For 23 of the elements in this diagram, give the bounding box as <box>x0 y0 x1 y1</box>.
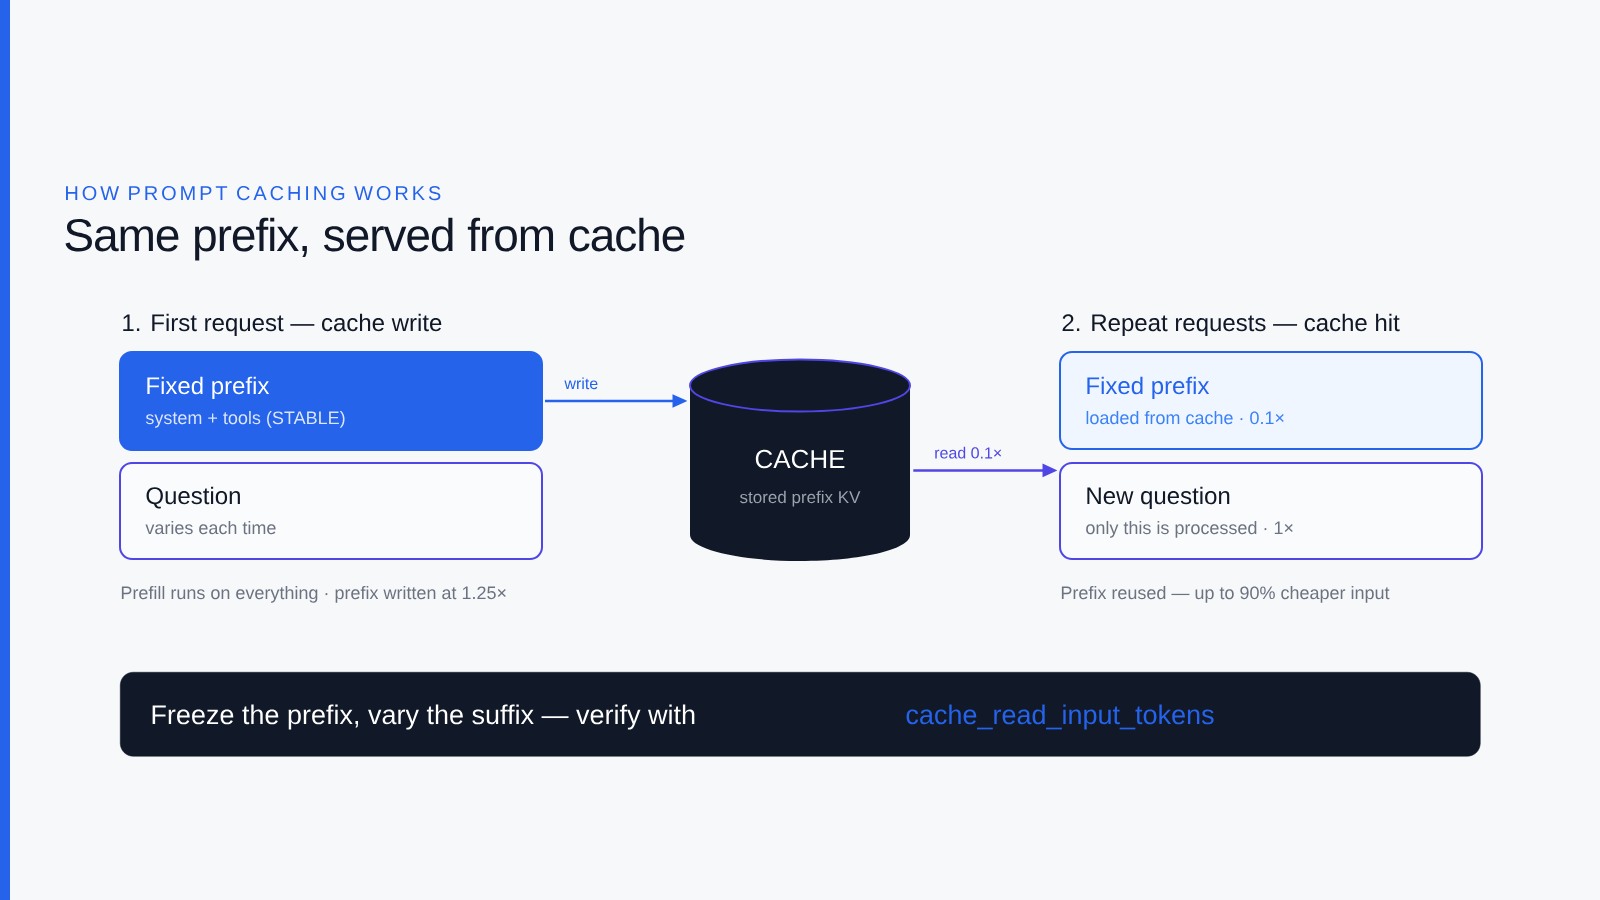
request-box <box>1059 351 1483 450</box>
box-subtitle: varies each time <box>145 520 276 535</box>
edge-label: write <box>562 375 601 392</box>
box-subtitle: system + tools (STABLE) <box>145 410 345 428</box>
box-title: Fixed prefix <box>147 376 270 399</box>
request-box <box>119 462 543 560</box>
request-box <box>1059 462 1483 560</box>
banner-text: Freeze the prefix, vary the suffix — verify with <box>152 704 695 730</box>
box-title: Fixed prefix <box>1087 376 1210 399</box>
title: Same prefix, served from cache <box>65 217 685 261</box>
cylinder-caption: stored prefix KV <box>740 490 861 507</box>
cylinder-label: CACHE <box>755 449 845 469</box>
box-subtitle: loaded from cache · 0.1× <box>1086 410 1284 425</box>
code-text: cache_read_input_tokens <box>906 704 1214 730</box>
request-box <box>119 351 543 451</box>
note-text: Prefix reused — up to 90% cheaper input <box>1061 585 1390 603</box>
note-text: Prefill runs on everything · prefix written at 1.25× <box>121 585 506 603</box>
box-title: Question <box>146 486 240 509</box>
kicker-text: HOW PROMPT CACHING WORKS <box>66 186 441 201</box>
box-subtitle: only this is processed · 1× <box>1086 520 1293 538</box>
cache-cylinder <box>689 358 911 561</box>
banner-bar <box>120 672 1481 757</box>
box-title: New question <box>1087 486 1230 509</box>
